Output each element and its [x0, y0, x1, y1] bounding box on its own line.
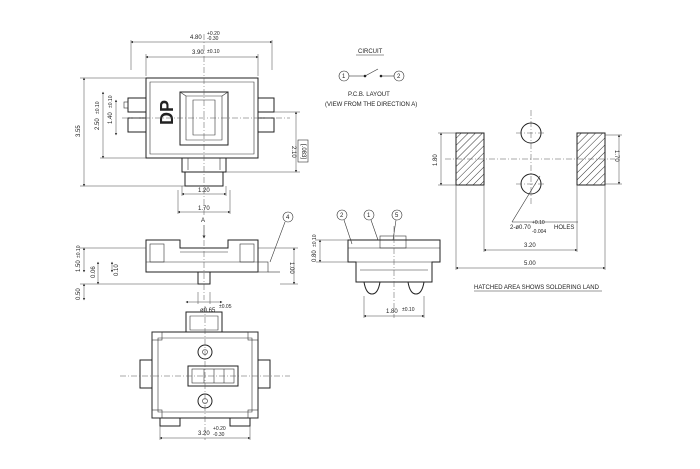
- callout-1: 1: [367, 213, 371, 219]
- side-dim-height: 1.50: [76, 260, 82, 272]
- dim-height-stem: 1.40: [108, 112, 114, 124]
- direction-a-label: A: [201, 218, 205, 224]
- dim-bottom-width: 1.70: [198, 206, 210, 212]
- dim-inner-width-tol: ±0.10: [207, 49, 220, 55]
- pcb-dim-left-height: 1.80: [433, 154, 439, 166]
- pcb-layout-subtitle: (VIEW FROM THE DIRECTION A): [325, 102, 417, 108]
- pcb-hole-note: 2-ø0.70: [510, 225, 531, 231]
- end-dim-bottom-tol: ±0.10: [402, 307, 415, 313]
- bottom-dim-width-tol-bottom: -0.30: [213, 432, 225, 438]
- pcb-footnote: HATCHED AREA SHOWS SOLDERING LAND: [474, 285, 600, 291]
- pcb-layout-title: P.C.B. LAYOUT: [348, 92, 390, 98]
- dim-height-total: 3.55: [76, 125, 82, 137]
- callout-2: 2: [340, 213, 344, 219]
- pcb-dim-hole-spacing: 3.20: [524, 243, 536, 249]
- dim-inner-width: 3.90: [192, 50, 204, 56]
- pcb-dim-right-height: 1.70: [613, 150, 619, 162]
- pcb-hole-note-suffix: HOLES: [554, 225, 574, 231]
- end-dim-bottom: 1.80: [386, 309, 398, 315]
- dim-height-body-tol: ±0.10: [95, 101, 101, 114]
- dim-actuator-width: 1.20: [198, 188, 210, 194]
- pcb-hole-note-tol-top: +0.10: [532, 220, 545, 226]
- top-view: 4.80 +0.20 -0.30 3.90 ±0.10 DP: [76, 31, 309, 215]
- bottom-dim-width: 3.20: [198, 431, 210, 437]
- callout-5: 5: [395, 213, 399, 219]
- side-dim-d: 1.00: [288, 262, 294, 274]
- end-dim-height: 0.80: [312, 250, 318, 262]
- circuit-node-2: 2: [397, 74, 401, 80]
- circuit-node-1: 1: [342, 74, 346, 80]
- bottom-dim-width-tol-top: +0.20: [213, 426, 226, 432]
- dim-width-total-tol-bottom: -0.30: [207, 36, 219, 42]
- side-dim-b: 0.10: [114, 264, 120, 276]
- dim-height-body: 2.50: [95, 118, 101, 130]
- side-dim-stem-tol: ±0.05: [219, 304, 232, 310]
- dim-right-1: 2.10: [290, 146, 296, 158]
- side-dim-c: 0.50: [76, 288, 82, 300]
- side-view: A 4 1.50 ±0.10 0.06 0.10 0.50 1.0: [76, 211, 298, 314]
- callout-4: 4: [286, 215, 290, 221]
- dim-width-total-tol-top: +0.20: [207, 31, 220, 37]
- end-view: 2 1 5 0.80 ±0.10 1.80 ±0.10: [312, 209, 441, 318]
- dp-marking: DP: [157, 100, 177, 125]
- side-dim-stem: ø0.65: [200, 308, 216, 314]
- end-dim-height-tol: ±0.10: [312, 234, 318, 247]
- side-dim-height-tol: ±0.10: [76, 245, 82, 258]
- bottom-view: 3.20 +0.20 -0.30: [120, 306, 290, 440]
- circuit-title: CIRCUIT: [358, 49, 383, 55]
- dim-height-stem-tol: ±0.10: [108, 95, 114, 108]
- pcb-hole-note-tol-bottom: -0.004: [532, 229, 546, 235]
- dim-right-2: [.083]: [300, 144, 306, 159]
- dim-width-total: 4.80: [190, 35, 202, 41]
- side-dim-a: 0.06: [91, 266, 97, 278]
- circuit-diagram: CIRCUIT 1 2: [338, 49, 405, 82]
- pcb-layout: P.C.B. LAYOUT (VIEW FROM THE DIRECTION A…: [325, 92, 622, 292]
- pcb-dim-total-width: 5.00: [524, 261, 536, 267]
